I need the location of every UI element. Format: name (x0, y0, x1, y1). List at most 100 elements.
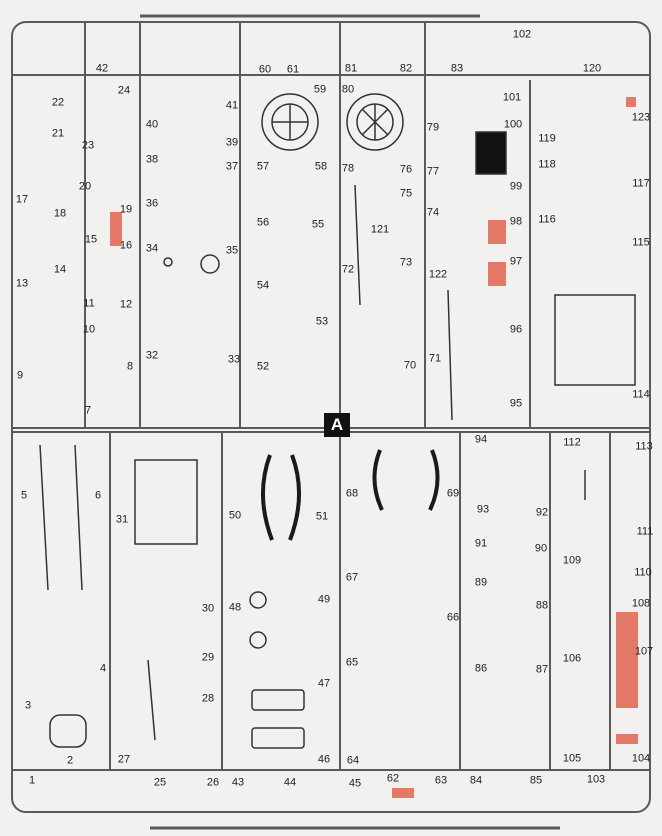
part-number-label-57: 57 (256, 160, 270, 173)
part-number-label-77: 77 (426, 165, 440, 178)
outer-frame (11, 21, 651, 813)
part-number-label-102: 102 (512, 28, 532, 41)
part-number-label-3: 3 (24, 699, 32, 712)
part-number-label-96: 96 (509, 323, 523, 336)
part-114-plate (554, 294, 636, 386)
part-47-bar (251, 689, 305, 711)
part-number-label-103: 103 (586, 773, 606, 786)
highlighted-parts (110, 97, 638, 798)
part-number-label-88: 88 (535, 599, 549, 612)
part-number-label-51: 51 (315, 510, 329, 523)
part-46-bar (251, 727, 305, 749)
part-number-label-65: 65 (345, 656, 359, 669)
part-number-label-16: 16 (119, 239, 133, 252)
part-72-rod (354, 184, 361, 306)
part-number-label-84: 84 (469, 774, 483, 787)
part-number-label-56: 56 (256, 216, 270, 229)
highlight-part-107 (616, 612, 638, 708)
part-number-label-90: 90 (534, 542, 548, 555)
part-number-label-76: 76 (399, 163, 413, 176)
part-number-label-119: 119 (538, 132, 556, 145)
part-number-label-81: 81 (344, 62, 358, 75)
part-number-label-44: 44 (283, 776, 297, 789)
part-number-label-53: 53 (315, 315, 329, 328)
part-number-label-28: 28 (201, 692, 215, 705)
part-number-label-38: 38 (145, 153, 159, 166)
part-number-label-39: 39 (225, 136, 239, 149)
highlight-part-97 (488, 262, 506, 286)
part-number-label-97: 97 (509, 255, 523, 268)
part-number-label-46: 46 (317, 753, 331, 766)
part-number-label-58: 58 (314, 160, 328, 173)
part-number-label-92: 92 (535, 506, 549, 519)
part-number-label-35: 35 (225, 244, 239, 257)
part-number-label-95: 95 (509, 397, 523, 410)
part-71-rod (447, 289, 453, 421)
part-number-label-25: 25 (153, 776, 167, 789)
part-number-label-78: 78 (341, 162, 355, 175)
part-number-label-40: 40 (145, 118, 159, 131)
part-number-label-113: 113 (635, 440, 653, 453)
part-number-label-15: 15 (84, 233, 98, 246)
part-number-label-106: 106 (562, 652, 582, 665)
part-number-label-86: 86 (474, 662, 488, 675)
part-number-label-33: 33 (227, 353, 241, 366)
part-number-label-43: 43 (231, 776, 245, 789)
part-number-label-31: 31 (115, 513, 129, 526)
part-35-disc (200, 254, 220, 274)
part-number-label-48: 48 (228, 601, 242, 614)
part-number-label-7: 7 (84, 404, 92, 417)
part-number-label-50: 50 (228, 509, 242, 522)
highlight-part-16 (110, 212, 122, 246)
part-number-label-118: 118 (538, 158, 556, 171)
part-number-label-23: 23 (81, 139, 95, 152)
part-number-label-93: 93 (476, 503, 490, 516)
part-number-label-108: 108 (631, 597, 651, 610)
highlight-part-104 (616, 734, 638, 744)
part-number-label-116: 116 (538, 213, 556, 226)
part-number-label-47: 47 (317, 677, 331, 690)
part-number-label-55: 55 (311, 218, 325, 231)
part-number-label-120: 120 (582, 62, 602, 75)
part-number-label-68: 68 (345, 487, 359, 500)
part-27-rod (147, 659, 156, 741)
part-number-label-17: 17 (15, 193, 29, 206)
part-number-label-67: 67 (345, 571, 359, 584)
part-number-label-32: 32 (145, 349, 159, 362)
part-number-label-100: 100 (503, 118, 523, 131)
part-number-label-11: 11 (83, 297, 95, 310)
part-number-label-52: 52 (256, 360, 270, 373)
part-number-label-18: 18 (53, 207, 67, 220)
part-number-label-30: 30 (201, 602, 215, 615)
part-number-label-12: 12 (119, 298, 133, 311)
sprue-letter-badge: A (324, 413, 350, 437)
part-number-label-13: 13 (15, 277, 29, 290)
part-number-label-111: 111 (636, 525, 654, 538)
part-number-label-117: 117 (632, 177, 650, 190)
part-number-label-71: 71 (428, 352, 442, 365)
part-number-label-14: 14 (53, 263, 67, 276)
part-number-label-37: 37 (225, 160, 239, 173)
part-number-label-54: 54 (256, 279, 270, 292)
part-number-label-72: 72 (341, 263, 355, 276)
part-number-label-82: 82 (399, 62, 413, 75)
part-number-label-115: 115 (632, 236, 650, 249)
part-number-label-74: 74 (426, 206, 440, 219)
part-number-label-85: 85 (529, 774, 543, 787)
part-number-label-10: 10 (82, 323, 96, 336)
part-number-label-112: 112 (563, 436, 581, 449)
part-number-label-42: 42 (95, 62, 109, 75)
part-number-label-41: 41 (225, 99, 239, 112)
part-number-label-66: 66 (446, 611, 460, 624)
part-number-label-79: 79 (426, 121, 440, 134)
part-number-label-110: 110 (634, 566, 652, 579)
part-34-disc (163, 257, 173, 267)
part-number-label-27: 27 (117, 753, 131, 766)
part-number-label-45: 45 (348, 777, 362, 790)
part-number-label-105: 105 (562, 752, 582, 765)
part-number-label-80: 80 (341, 83, 355, 96)
part-number-label-61: 61 (286, 63, 300, 76)
part-6-rod (74, 444, 83, 591)
part-number-label-22: 22 (51, 96, 65, 109)
